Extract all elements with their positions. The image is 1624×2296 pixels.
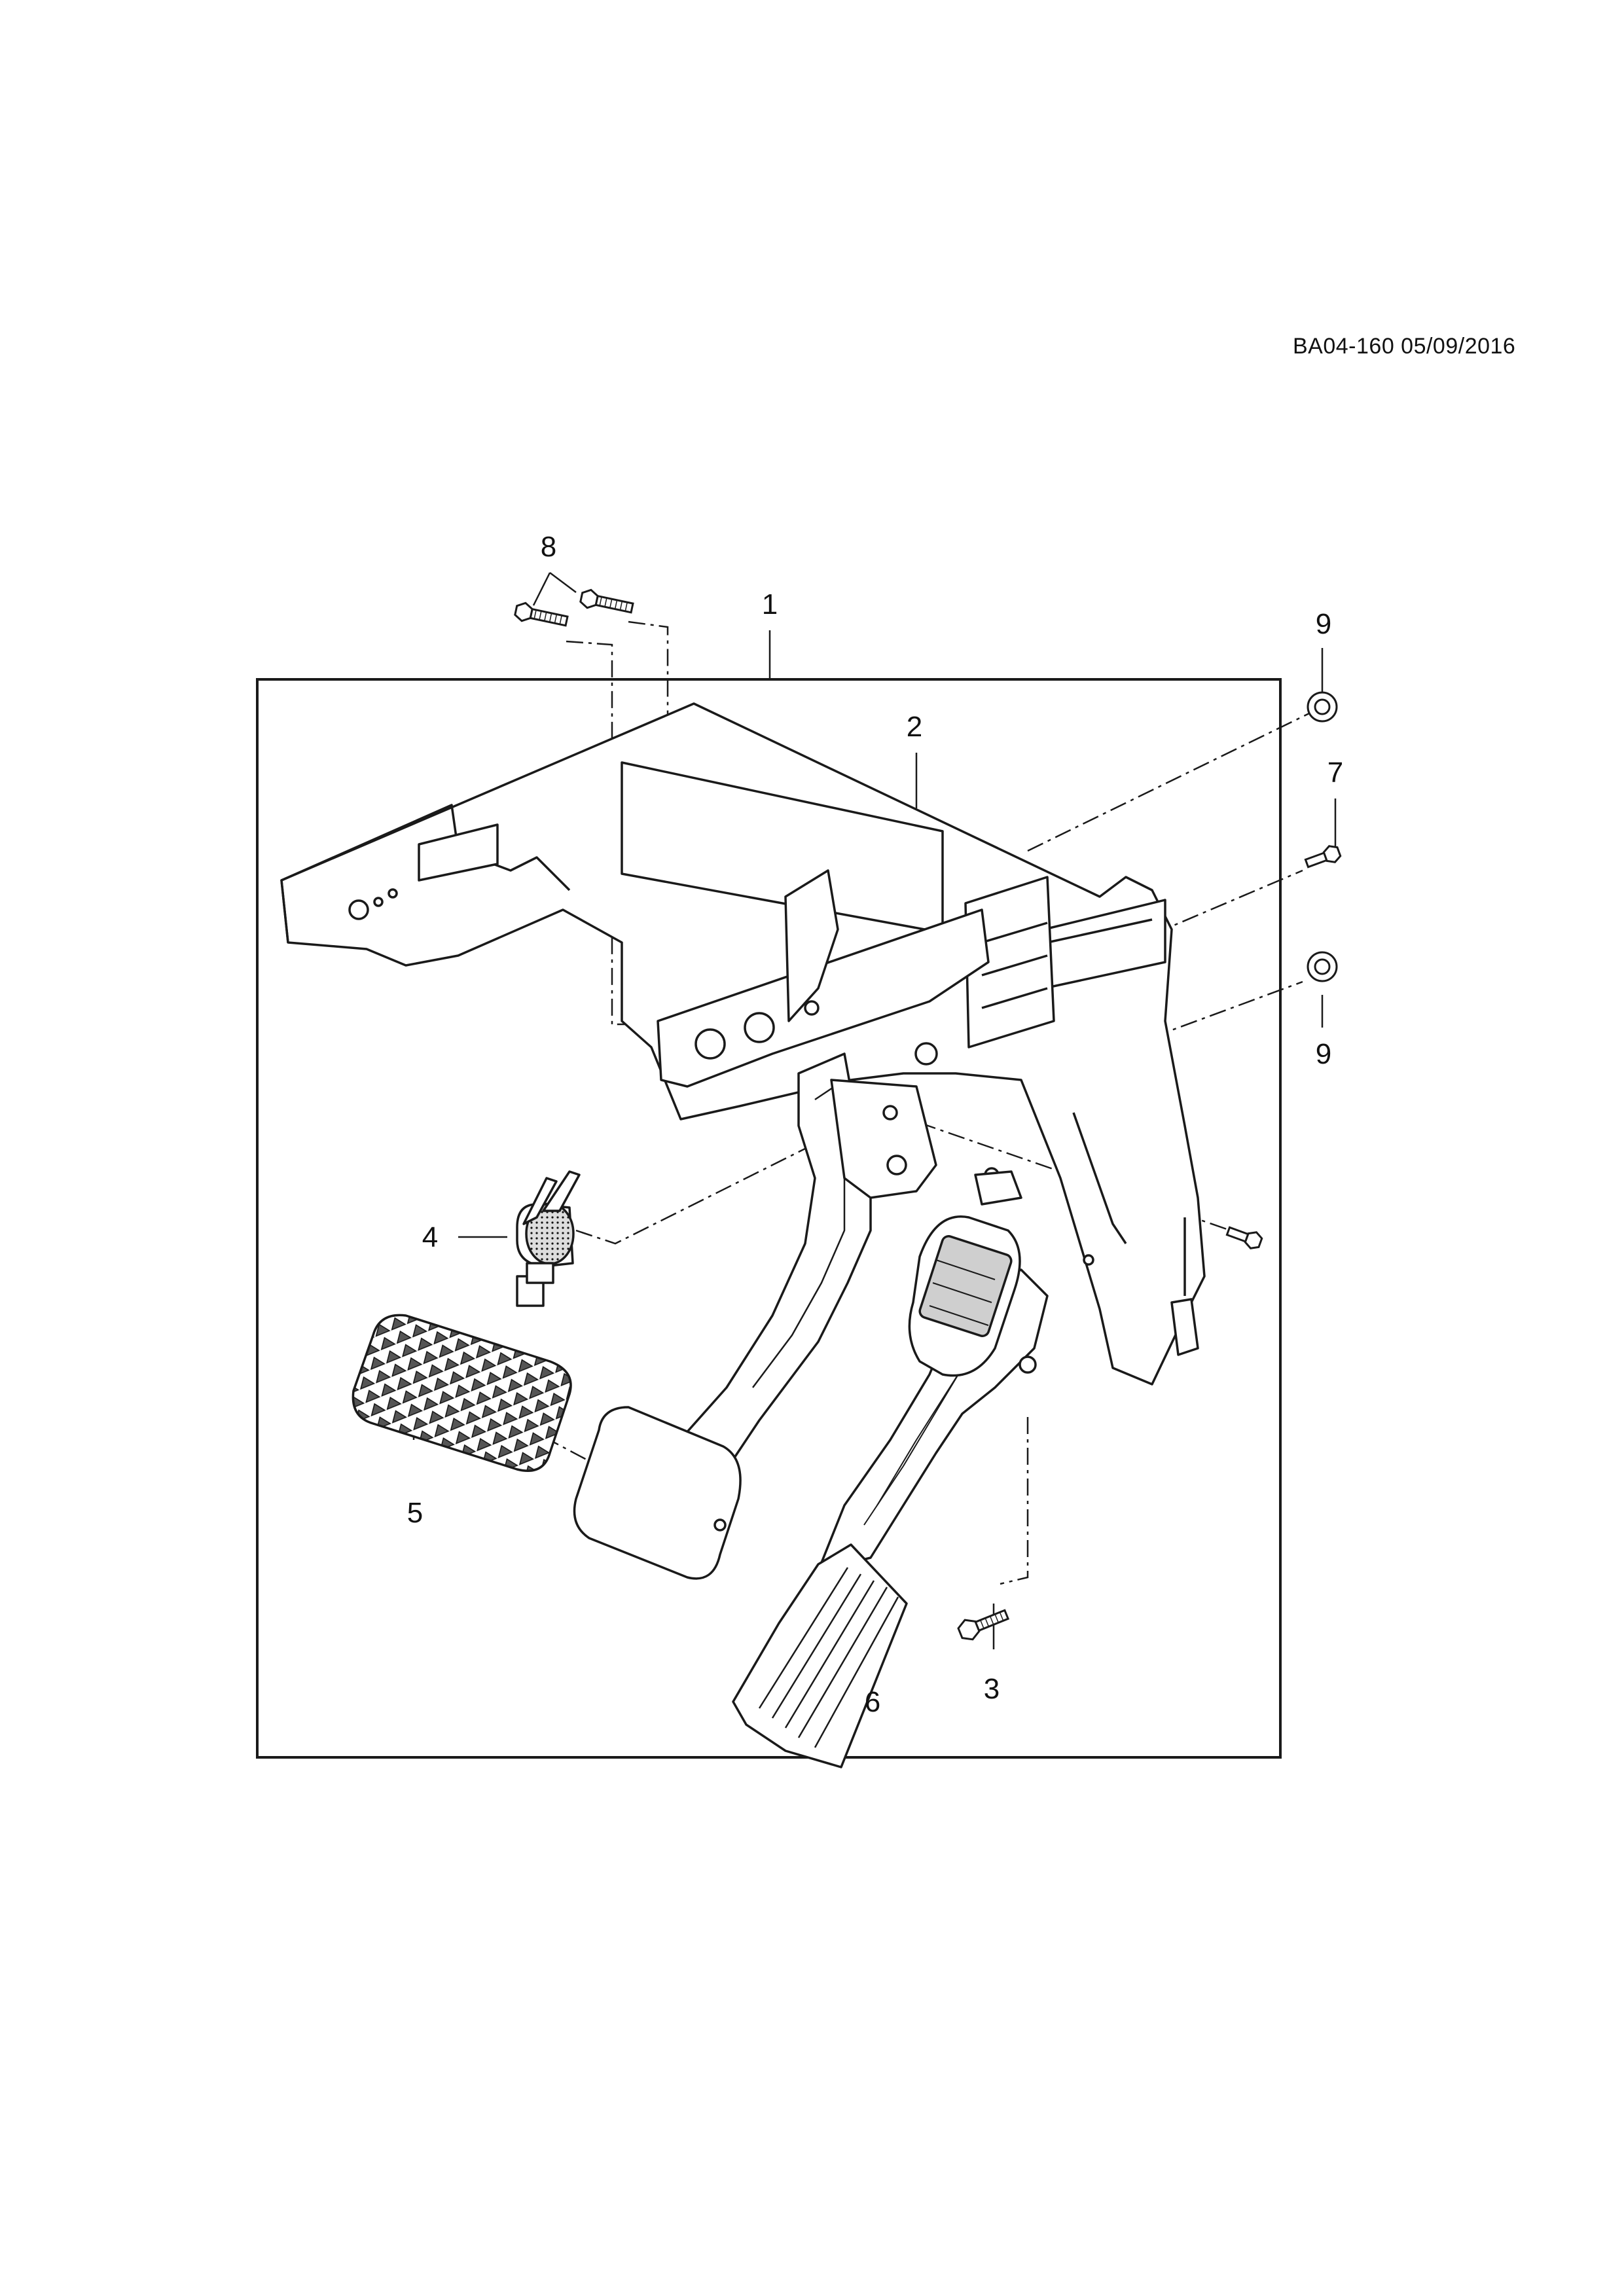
callout-3: 3 — [984, 1673, 1000, 1705]
callout-1: 1 — [762, 588, 778, 620]
drawing-reference: BA04-160 05/09/2016 — [1293, 334, 1516, 359]
pedal-bracket — [280, 702, 1206, 1386]
stop-lamp-sensor — [516, 1170, 581, 1307]
bolts-8 — [514, 588, 634, 627]
nuts-9 — [1307, 691, 1338, 982]
callout-9-top: 9 — [1316, 608, 1331, 640]
callout-7: 7 — [1327, 757, 1343, 789]
brake-pedal-base — [573, 1406, 742, 1580]
assembly-frame — [256, 678, 1282, 1759]
callout-2: 2 — [907, 711, 922, 743]
callout-9-bottom: 9 — [1316, 1038, 1331, 1070]
callout-labels: 1 2 3 4 5 6 7 8 9 9 — [407, 531, 1343, 1718]
brake-pedal-rubber-pad — [352, 1314, 572, 1472]
callout-8: 8 — [541, 531, 556, 563]
accelerator-pedal — [732, 1167, 1049, 1768]
brake-pedal-arm — [673, 869, 937, 1487]
bolt-3 — [957, 1609, 1010, 1641]
callout-5: 5 — [407, 1497, 423, 1529]
bolt-7 — [1225, 845, 1342, 1249]
callout-6: 6 — [865, 1686, 880, 1718]
callout-4: 4 — [422, 1221, 438, 1253]
